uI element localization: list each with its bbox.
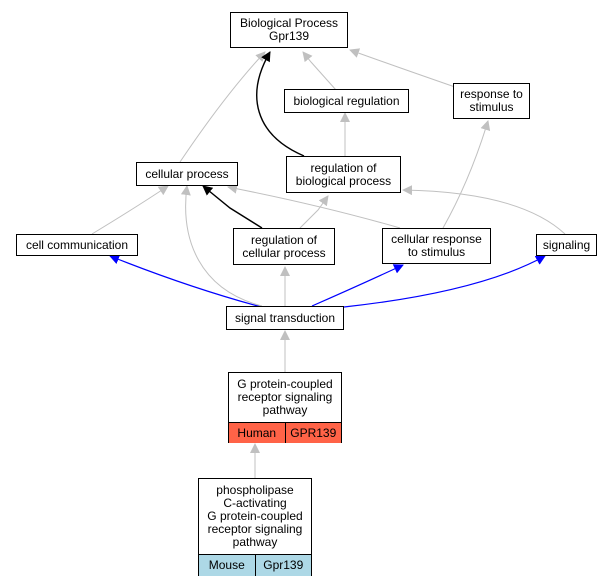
node-signaling[interactable]: signaling [536,234,597,256]
node-label-line: G protein-coupled [237,377,333,391]
gene-cell: Gpr139 [254,555,311,576]
edge-signaling-to-regbio [402,185,566,235]
annotation-row: Human GPR139 [229,422,341,443]
node-label-line: stimulus [469,100,514,114]
edge-sigtrans-to-cellresp [311,264,404,307]
edge-sigtrans-to-cellcomm [109,254,266,309]
edge-cellresp-to-response [442,120,491,229]
edge-response-to-root [349,48,456,88]
node-label: biological regulation [293,93,400,108]
edge-regcell-to-regbio [299,195,329,229]
node-label: signal transduction [234,310,336,325]
edge-regbio-to-root [256,51,305,157]
node-regulation-of-biological-process[interactable]: regulation of biological process [286,156,401,193]
node-plc-activating-gpcr-pathway[interactable]: phospholipase C-activating G protein-cou… [198,478,312,576]
node-label-line: to stimulus [407,245,466,259]
node-title: phospholipase C-activating G protein-cou… [199,479,311,554]
node-title: G protein-coupled receptor signaling pat… [229,373,341,422]
edge-sigtrans-to-cellproc [180,185,263,307]
node-label-line: regulation of [250,232,318,247]
node-gpcr-signaling-pathway[interactable]: G protein-coupled receptor signaling pat… [228,372,342,443]
species-cell-mouse: Mouse [199,555,255,576]
edge-bioreg-to-root [302,51,337,91]
node-label-line: receptor signaling [237,390,333,404]
node-label: cellular process [145,166,229,181]
node-label-line: receptor signaling [207,522,303,536]
node-cellular-process[interactable]: cellular process [136,162,238,186]
gene-cell: GPR139 [284,423,341,443]
node-cellular-response-to-stimulus[interactable]: cellular response to stimulus [382,228,491,264]
node-label-line: G protein-coupled [207,509,303,523]
node-label-line: Biological Process [239,16,339,30]
node-signal-transduction[interactable]: signal transduction [226,306,344,330]
node-label-line: cellular process [242,245,326,260]
node-label: signaling [542,237,591,252]
edge-regcell-to-cellproc [202,185,263,229]
edge-sigtrans-to-signaling [343,255,546,308]
node-label-line: cellular response [391,232,482,246]
node-label-line: pathway [232,535,278,549]
node-cell-communication[interactable]: cell communication [16,234,138,256]
node-label: cell communication [25,237,129,252]
node-biological-regulation[interactable]: biological regulation [284,89,409,113]
node-label-line: Gpr139 [268,29,310,43]
node-regulation-of-cellular-process[interactable]: regulation of cellular process [233,228,335,265]
node-label-line: regulation of [310,160,377,175]
edge-cellcomm-to-cellproc [91,185,169,235]
node-label-line: C-activating [223,496,287,510]
edge-cellresp-to-cellproc [227,183,401,229]
node-label-line: response to [460,87,523,101]
species-cell-human: Human [229,423,285,443]
node-response-to-stimulus[interactable]: response to stimulus [453,83,530,119]
node-label-line: biological process [295,173,392,188]
node-label-line: phospholipase [216,483,294,497]
node-label-line: pathway [262,403,308,417]
annotation-row: Mouse Gpr139 [199,554,311,576]
node-biological-process-root[interactable]: Biological Process Gpr139 [230,12,348,48]
edge-cellproc-to-root [179,51,266,163]
